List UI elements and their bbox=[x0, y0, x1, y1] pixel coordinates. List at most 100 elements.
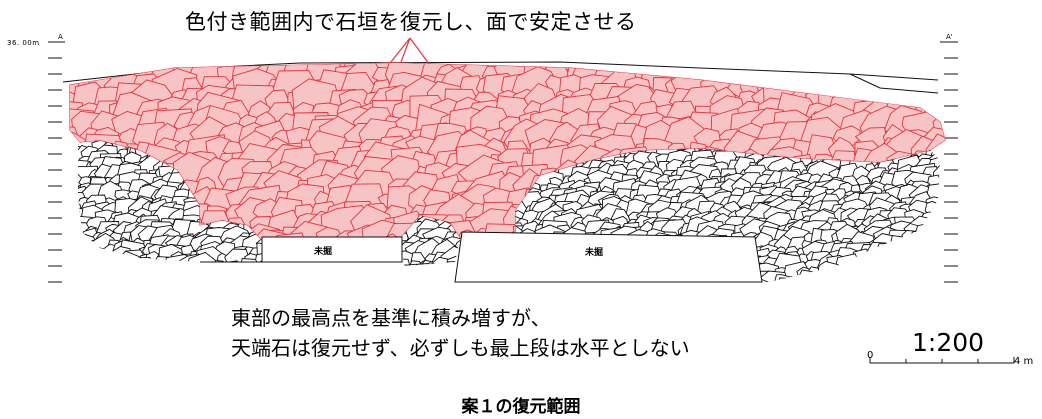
stone bbox=[209, 266, 225, 281]
stone bbox=[871, 271, 892, 282]
stone bbox=[884, 75, 916, 99]
stone bbox=[816, 260, 843, 282]
stone bbox=[527, 280, 543, 282]
stone bbox=[434, 267, 451, 281]
stone bbox=[88, 246, 107, 258]
stone bbox=[109, 264, 134, 282]
stone bbox=[78, 262, 97, 282]
stone bbox=[393, 283, 405, 291]
stone bbox=[344, 259, 373, 282]
stone bbox=[120, 265, 138, 280]
stone bbox=[70, 63, 85, 74]
stone bbox=[894, 268, 925, 282]
stone bbox=[937, 189, 945, 210]
stone bbox=[156, 275, 173, 282]
stone bbox=[84, 273, 117, 282]
unexcavated-label-right: 未掘 bbox=[585, 248, 604, 258]
stone bbox=[917, 229, 945, 251]
stone bbox=[307, 278, 330, 282]
stone bbox=[279, 280, 295, 282]
stone bbox=[78, 279, 83, 282]
stone bbox=[118, 281, 134, 282]
stone bbox=[827, 63, 854, 86]
stone bbox=[70, 234, 94, 252]
stone bbox=[293, 263, 321, 282]
stone bbox=[752, 65, 775, 83]
stone bbox=[259, 267, 289, 282]
stone bbox=[899, 238, 915, 253]
stone bbox=[78, 252, 97, 268]
stone bbox=[148, 281, 162, 282]
stone bbox=[381, 273, 400, 282]
stone bbox=[845, 259, 877, 282]
stone bbox=[420, 262, 448, 282]
stone bbox=[938, 211, 940, 224]
stone bbox=[78, 268, 98, 282]
stone bbox=[372, 260, 404, 282]
stone bbox=[734, 63, 764, 76]
stone bbox=[901, 262, 934, 282]
section-mark-left: A bbox=[58, 33, 63, 41]
stone bbox=[865, 273, 883, 282]
stone bbox=[263, 263, 289, 282]
stone bbox=[934, 268, 940, 280]
stone bbox=[870, 63, 901, 75]
stone bbox=[395, 263, 423, 282]
stone bbox=[911, 231, 928, 246]
stone bbox=[78, 141, 81, 154]
stone bbox=[924, 63, 945, 89]
stone bbox=[914, 224, 933, 239]
stone bbox=[164, 264, 187, 282]
stone bbox=[828, 271, 858, 282]
elevation-label: 36. 00m bbox=[7, 39, 40, 47]
stone bbox=[812, 270, 842, 282]
stone bbox=[792, 275, 829, 282]
stone bbox=[774, 274, 791, 282]
stone bbox=[83, 248, 109, 269]
stone bbox=[920, 239, 945, 252]
restoration-callout: 色付き範囲内で石垣を復元し、面で安定させる bbox=[185, 10, 637, 34]
stone bbox=[170, 274, 183, 282]
stone bbox=[425, 267, 451, 282]
stone bbox=[837, 263, 860, 282]
stone bbox=[331, 266, 357, 282]
stone bbox=[927, 63, 945, 79]
stone bbox=[890, 253, 905, 265]
stone bbox=[142, 262, 171, 282]
stone bbox=[290, 269, 317, 282]
stone bbox=[390, 273, 406, 282]
stone bbox=[139, 272, 158, 282]
stone bbox=[860, 273, 891, 282]
stone bbox=[132, 278, 152, 282]
stone bbox=[874, 275, 908, 282]
stone bbox=[353, 273, 375, 282]
stone bbox=[233, 272, 256, 282]
stone bbox=[78, 173, 86, 190]
stone bbox=[78, 252, 88, 276]
stone bbox=[901, 71, 945, 104]
stone bbox=[917, 273, 933, 282]
stone bbox=[194, 264, 220, 282]
stone bbox=[926, 238, 940, 264]
stone bbox=[213, 274, 229, 282]
stone bbox=[807, 275, 842, 282]
stone bbox=[776, 277, 804, 282]
stone bbox=[235, 280, 249, 282]
stone bbox=[852, 248, 874, 269]
stone bbox=[913, 65, 945, 107]
stone bbox=[206, 278, 230, 282]
stone bbox=[128, 256, 154, 277]
stone bbox=[70, 217, 86, 252]
stone bbox=[214, 262, 239, 282]
stone bbox=[870, 274, 899, 282]
stone bbox=[879, 63, 912, 86]
stone bbox=[315, 274, 345, 282]
stone bbox=[98, 251, 120, 267]
figure-caption: 案１の復元範囲 bbox=[461, 397, 581, 417]
stone bbox=[328, 275, 361, 282]
stone bbox=[402, 283, 414, 293]
stone bbox=[898, 63, 936, 90]
stone bbox=[78, 219, 80, 229]
stone bbox=[160, 280, 177, 282]
stone bbox=[915, 246, 936, 260]
